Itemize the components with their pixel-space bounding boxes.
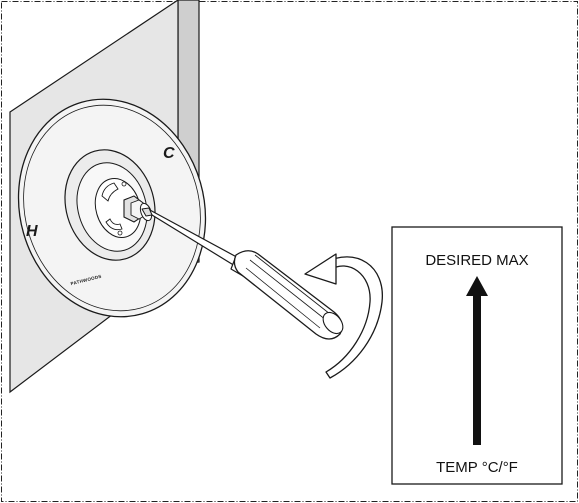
legend-bottom-label: TEMP °C/°F [436, 459, 518, 476]
screwdriver-handle [233, 250, 343, 340]
screwdriver [141, 207, 344, 340]
temperature-legend: DESIRED MAX TEMP °C/°F [391, 226, 563, 485]
valve-trim-plate [17, 98, 207, 318]
legend-top-label: DESIRED MAX [425, 252, 528, 269]
rotation-arrow-icon [304, 253, 383, 379]
up-arrow-icon [466, 276, 488, 445]
hot-label: H [26, 223, 38, 240]
cold-label: C [163, 145, 175, 162]
